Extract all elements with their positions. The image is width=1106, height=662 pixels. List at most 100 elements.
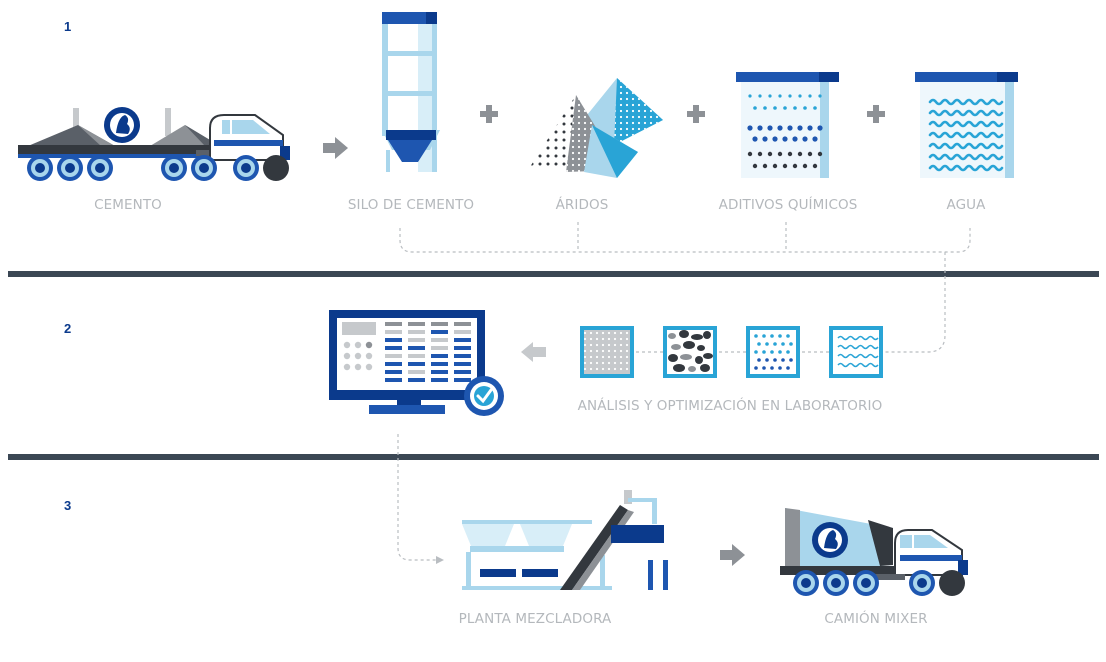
additive-dot (787, 151, 793, 157)
gravel-stone (680, 354, 692, 360)
lab-additive-dot (757, 358, 761, 362)
arrow-icon (521, 342, 546, 362)
lab-additive-dot (762, 350, 766, 354)
sheet-cell (431, 330, 448, 334)
sheet-cell (454, 346, 471, 350)
computer-check-icon (329, 310, 504, 416)
sheet-cell (408, 338, 425, 342)
sheet-cell (454, 362, 471, 366)
lab-additive-dot (778, 334, 782, 338)
lab-additive-dot (770, 366, 774, 370)
caption-cemento: CEMENTO (94, 197, 162, 213)
gravel-stone (695, 356, 703, 364)
lab-additive-dot (765, 342, 769, 346)
water-icon (915, 72, 1018, 178)
additive-dot (817, 151, 823, 157)
sheet-cell (408, 322, 425, 326)
sheet-cell (408, 330, 425, 334)
additive-dot (802, 136, 808, 142)
lab-additive-dot (762, 334, 766, 338)
additive-dot (798, 94, 802, 98)
additives-icon (736, 72, 839, 178)
water-wave (928, 120, 1004, 128)
water-wave (928, 131, 1004, 139)
lab-additive-dot (762, 366, 766, 370)
sheet-cell (385, 322, 402, 326)
sheet-cell (431, 346, 448, 350)
sheet-cell (454, 354, 471, 358)
additive-dot (803, 106, 807, 110)
sheet-cell (454, 338, 471, 342)
sheet-cell (385, 370, 402, 374)
sheet-cell (408, 378, 425, 382)
gravel-stone (703, 331, 711, 339)
sheet-cell (408, 346, 425, 350)
gravel-stone (703, 353, 713, 359)
water-wave (928, 153, 1004, 161)
plus-icon (480, 105, 885, 123)
additive-dot (783, 106, 787, 110)
sheet-cell (385, 354, 402, 358)
sheet-cell (385, 378, 402, 382)
lab-additive-dot (781, 342, 785, 346)
caption-agua: AGUA (946, 197, 986, 213)
lab-additive-dot (778, 350, 782, 354)
lab-additive-dot (781, 358, 785, 362)
caption-silo: SILO DE CEMENTO (347, 197, 475, 213)
lab-sample-aggregates (663, 326, 717, 378)
sheet-cell (408, 362, 425, 366)
lab-water-wave (837, 335, 879, 341)
gravel-stone (697, 345, 705, 351)
keypad-dot (365, 352, 373, 360)
divider-line-1 (8, 271, 1099, 277)
additive-dot (747, 151, 753, 157)
gravel-stone (671, 344, 681, 350)
lab-additive-dot (754, 366, 758, 370)
caption-laboratorio: ANÁLISIS Y OPTIMIZACIÓN EN LABORATORIO (577, 398, 883, 414)
additive-dot (763, 106, 767, 110)
lab-additive-dot (754, 334, 758, 338)
sheet-cell (385, 338, 402, 342)
truck-icon (18, 107, 290, 181)
lab-additive-dot (778, 366, 782, 370)
additive-dot (788, 94, 792, 98)
water-wave (928, 142, 1004, 150)
keypad-dot (343, 363, 351, 371)
keypad-dot (365, 363, 373, 371)
additive-dot (753, 106, 757, 110)
aggregates-icon (528, 78, 663, 178)
keypad-dot (343, 341, 351, 349)
step-number-2: 2 (64, 321, 72, 336)
lab-additive-dot (765, 358, 769, 362)
gravel-stone (688, 366, 696, 372)
gravel-stone (683, 341, 695, 349)
additive-dot (758, 94, 762, 98)
sheet-cell (408, 370, 425, 374)
additive-dot (792, 136, 798, 142)
keypad-dot (354, 363, 362, 371)
gravel-stone (700, 364, 710, 372)
additive-dot (767, 125, 773, 131)
additive-dot (767, 151, 773, 157)
additive-dot (807, 151, 813, 157)
keypad-dot (354, 352, 362, 360)
lab-additive-dot (786, 350, 790, 354)
additive-dot (802, 163, 808, 169)
additive-dot (777, 125, 783, 131)
additive-dot (768, 94, 772, 98)
additive-dot (748, 94, 752, 98)
divider-line-2 (8, 454, 1099, 460)
additive-dot (777, 151, 783, 157)
step-number-1: 1 (64, 19, 72, 34)
lab-additive-dot (754, 350, 758, 354)
arrow-icon (323, 137, 348, 159)
keypad-dot (343, 352, 351, 360)
lab-sample-water (829, 326, 883, 378)
additive-dot (817, 125, 823, 131)
lab-water-wave (837, 362, 879, 368)
additive-dot (757, 151, 763, 157)
sheet-cell (385, 362, 402, 366)
caption-mixer: CAMIÓN MIXER (824, 611, 928, 627)
lab-additive-dot (789, 342, 793, 346)
